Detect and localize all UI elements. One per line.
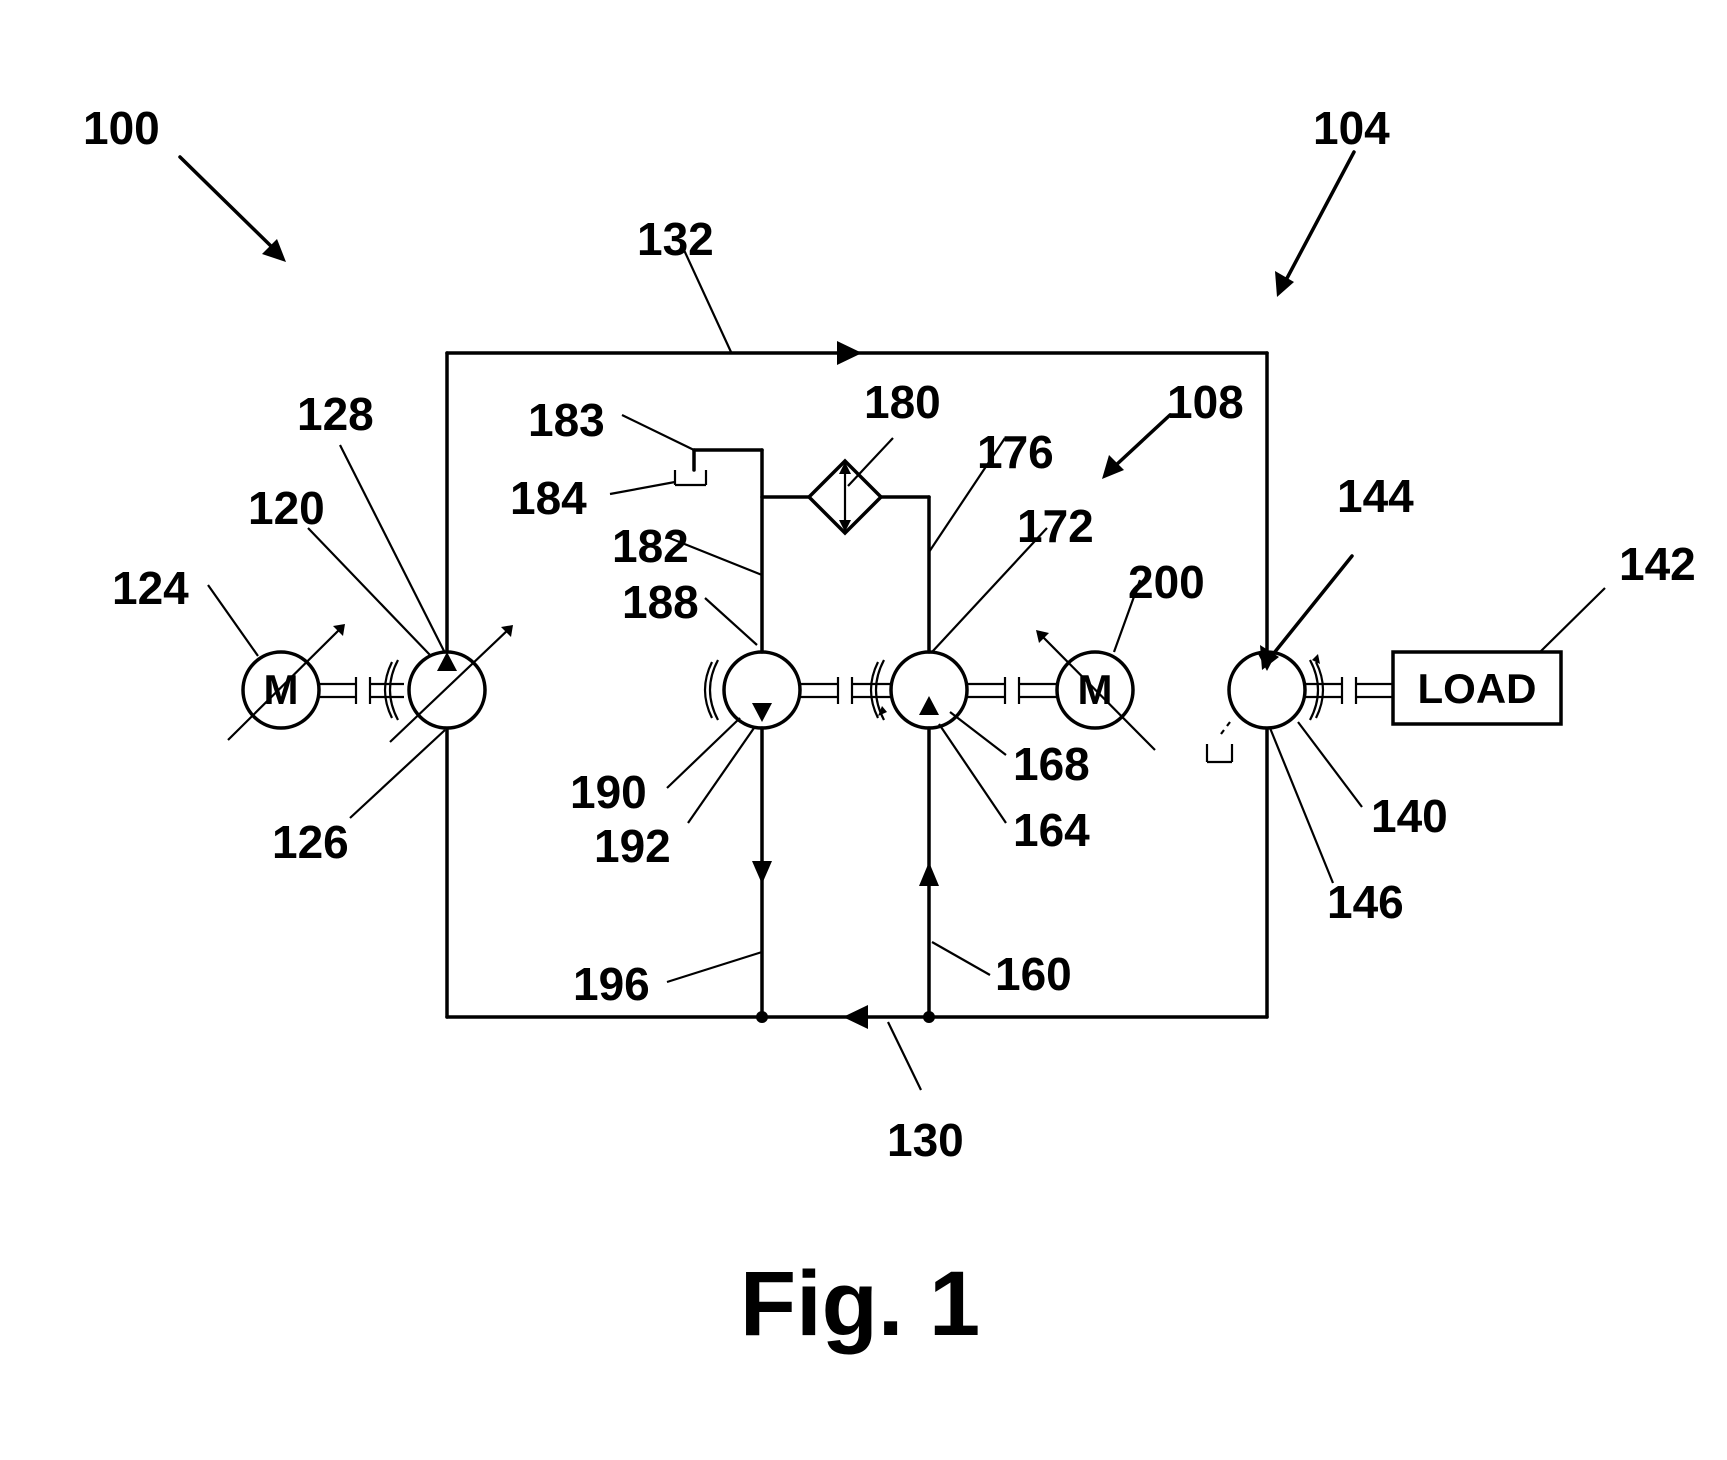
label-182: 182: [612, 520, 689, 572]
label-190: 190: [570, 766, 647, 818]
label-168: 168: [1013, 738, 1090, 790]
label-184: 184: [510, 472, 587, 524]
label-124: 124: [112, 562, 189, 614]
label-196: 196: [573, 958, 650, 1010]
label-142: 142: [1619, 538, 1696, 590]
label-126: 126: [272, 816, 349, 868]
hydraulic-motor-140: [1205, 650, 1325, 764]
variable-pump-120: [389, 625, 513, 743]
shaft-coupling-140-load: [1305, 677, 1393, 704]
leader-lines: [207, 249, 1606, 1091]
label-192: 192: [594, 820, 671, 872]
label-146: 146: [1327, 876, 1404, 928]
reference-labels: 100 104 132 180 108 128 183 176 144 120 …: [83, 102, 1696, 1166]
label-132: 132: [637, 213, 714, 265]
label-188: 188: [622, 576, 699, 628]
svg-text:LOAD: LOAD: [1418, 665, 1537, 712]
pump-188: [703, 650, 802, 730]
shaft-coupling-188-164: [800, 659, 890, 721]
label-160: 160: [995, 948, 1072, 1000]
label-183: 183: [528, 394, 605, 446]
label-130: 130: [887, 1114, 964, 1166]
label-172: 172: [1017, 500, 1094, 552]
label-180: 180: [864, 376, 941, 428]
label-104: 104: [1313, 102, 1390, 154]
svg-text:M: M: [264, 666, 299, 713]
label-140: 140: [1371, 790, 1448, 842]
label-176: 176: [977, 426, 1054, 478]
label-120: 120: [248, 482, 325, 534]
label-100: 100: [83, 102, 160, 154]
flow-arrow-left: [843, 1005, 868, 1029]
motor-124: M: [227, 624, 345, 741]
motor-200: M: [1036, 630, 1156, 751]
label-164: 164: [1013, 804, 1090, 856]
reference-arrows: [178, 150, 1356, 670]
label-128: 128: [297, 388, 374, 440]
shaft-coupling-164-200: [967, 677, 1057, 704]
label-200: 200: [1128, 556, 1205, 608]
load-box-142: LOAD: [1391, 650, 1563, 726]
label-144: 144: [1337, 470, 1414, 522]
figure-caption: Fig. 1: [740, 1253, 980, 1355]
flow-arrow-right: [837, 341, 862, 365]
heat-exchanger-180: [806, 458, 884, 536]
branch-lines: [673, 448, 939, 1023]
label-108: 108: [1167, 376, 1244, 428]
shaft-coupling-124-120: [320, 659, 404, 721]
